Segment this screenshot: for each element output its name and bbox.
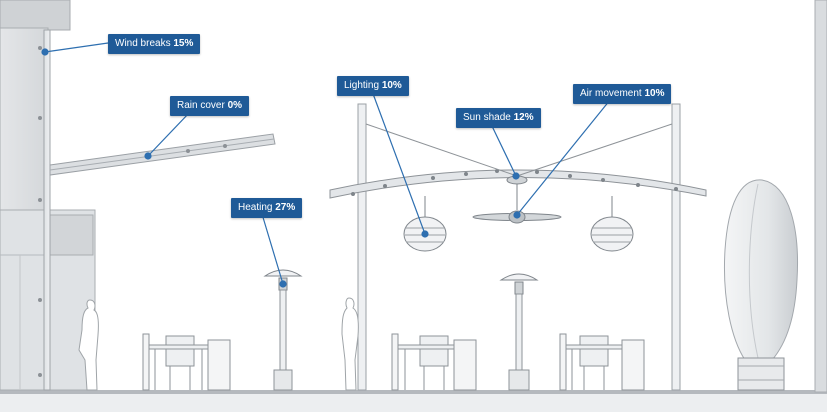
callout-value: 10% — [644, 88, 665, 99]
callout-air-movement: Air movement 10% — [573, 84, 672, 104]
callout-value: 27% — [275, 202, 296, 213]
person-left — [78, 299, 99, 391]
callout-value: 12% — [513, 112, 534, 123]
wind-break-panel — [43, 29, 51, 391]
callout-heating: Heating 27% — [231, 198, 303, 218]
callout-label: Heating — [238, 202, 273, 213]
table-set-1 — [142, 333, 231, 391]
callout-rain-cover: Rain cover 0% — [170, 96, 250, 116]
callout-label: Sun shade — [463, 112, 511, 123]
ground-line — [0, 390, 827, 394]
callout-label: Wind breaks — [115, 38, 171, 49]
callout-label: Lighting — [344, 80, 380, 91]
callout-sun-shade: Sun shade 12% — [456, 108, 541, 128]
wrapped-tree — [723, 179, 798, 391]
pergola — [329, 103, 707, 391]
table-set-3 — [559, 333, 645, 391]
callout-label: Rain cover — [177, 100, 225, 111]
table-set-2 — [391, 333, 477, 391]
callout-label: Air movement — [580, 88, 642, 99]
callout-value: 15% — [173, 38, 194, 49]
patio-heater-right — [499, 273, 539, 391]
ground — [0, 392, 827, 412]
callout-lighting: Lighting 10% — [337, 76, 409, 96]
callout-wind-breaks: Wind breaks 15% — [108, 34, 201, 54]
person-middle — [341, 297, 359, 391]
right-wall — [814, 0, 827, 393]
callout-value: 0% — [227, 100, 243, 111]
rain-cover — [49, 133, 276, 176]
patio-heater-left — [263, 269, 303, 391]
callout-value: 10% — [381, 80, 402, 91]
leader-lines — [41, 42, 611, 288]
